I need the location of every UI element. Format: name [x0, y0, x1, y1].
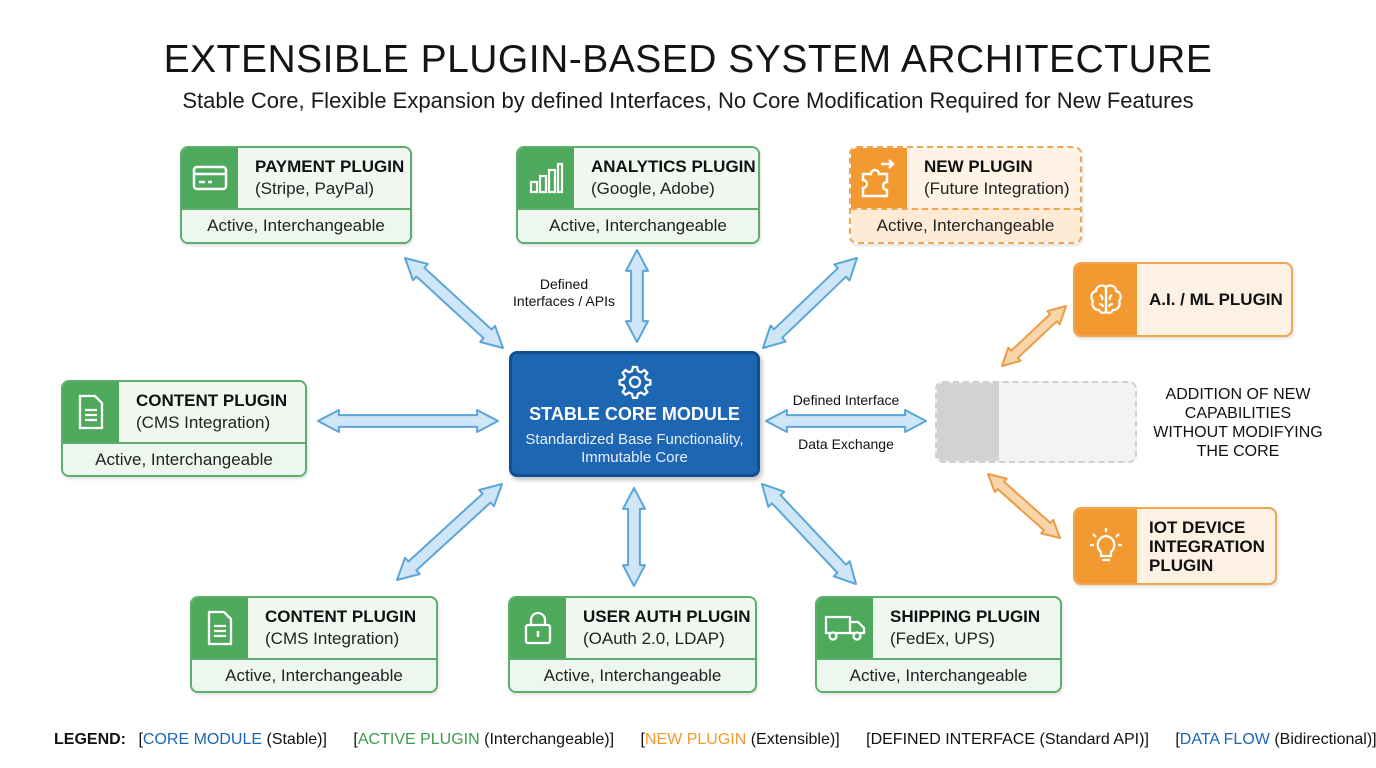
plugin-providers: (Google, Adobe) — [591, 179, 715, 198]
legend-new-key: NEW PLUGIN — [644, 731, 747, 748]
arrow-new-plugin — [762, 257, 858, 349]
plugin-status: Active, Interchangeable — [63, 442, 305, 475]
plugin-name: PAYMENT PLUGIN — [255, 157, 405, 176]
plugin-status: Active, Interchangeable — [182, 208, 410, 242]
arrow-defined-interface — [765, 409, 927, 433]
plugin-providers: (CMS Integration) — [136, 413, 271, 432]
legend-flow-desc: (Bidirectional) — [1274, 731, 1373, 748]
defined-interfaces-label: Defined Interfaces / APIs — [500, 276, 628, 310]
defined-interfaces-label-line1: Defined — [539, 276, 589, 292]
new-capability-slot — [935, 381, 1137, 463]
plugin-name: CONTENT PLUGIN — [265, 607, 417, 626]
legend-core-module: [CORE MODULE (Stable)] — [138, 731, 327, 748]
document-icon — [63, 382, 119, 442]
arrow-analytics — [625, 249, 649, 343]
plugin-providers: (Stripe, PayPal) — [255, 179, 375, 198]
payment-plugin-card[interactable]: PAYMENT PLUGIN (Stripe, PayPal) Active, … — [180, 146, 412, 244]
legend-defined-interface: [DEFINED INTERFACE (Standard API)] — [866, 731, 1149, 748]
slot-icon-placeholder — [937, 383, 999, 461]
legend: LEGEND: [CORE MODULE (Stable)] [ACTIVE P… — [54, 731, 1376, 749]
legend-active-plugin: [ACTIVE PLUGIN (Interchangeable)] — [353, 731, 615, 748]
plugin-status: Active, Interchangeable — [510, 658, 755, 691]
user-auth-plugin-card[interactable]: USER AUTH PLUGIN (OAuth 2.0, LDAP) Activ… — [508, 596, 757, 693]
ai-ml-plugin-card[interactable]: A.I. / ML PLUGIN — [1073, 262, 1293, 337]
arrow-payment — [404, 257, 504, 349]
defined-interfaces-label-line2: Interfaces / APIs — [513, 293, 615, 309]
plugin-name: SHIPPING PLUGIN — [890, 607, 1041, 626]
addition-note-line1: ADDITION OF NEW — [1165, 386, 1311, 403]
lock-icon — [510, 598, 566, 658]
arrow-content-bottom — [396, 483, 503, 581]
legend-iface-key: DEFINED INTERFACE — [870, 731, 1036, 748]
content-plugin-left-card[interactable]: CONTENT PLUGIN (CMS Integration) Active,… — [61, 380, 307, 477]
document-icon — [192, 598, 248, 658]
shipping-plugin-card[interactable]: SHIPPING PLUGIN (FedEx, UPS) Active, Int… — [815, 596, 1062, 693]
lightbulb-icon — [1075, 509, 1137, 583]
plugin-providers: (Future Integration) — [924, 179, 1070, 198]
addition-note: ADDITION OF NEW CAPABILITIES WITHOUT MOD… — [1150, 385, 1326, 461]
brain-icon — [1075, 264, 1137, 335]
plugin-status: Active, Interchangeable — [851, 208, 1080, 242]
puzzle-piece-icon — [851, 148, 907, 208]
plugin-name: NEW PLUGIN — [924, 157, 1033, 176]
legend-core-key: CORE MODULE — [142, 731, 263, 748]
page-title: EXTENSIBLE PLUGIN-BASED SYSTEM ARCHITECT… — [163, 38, 1213, 81]
plugin-status: Active, Interchangeable — [518, 208, 758, 242]
plugin-status: Active, Interchangeable — [192, 658, 436, 691]
content-plugin-bottom-card[interactable]: CONTENT PLUGIN (CMS Integration) Active,… — [190, 596, 438, 693]
legend-heading: LEGEND: — [54, 731, 126, 748]
plugin-name: USER AUTH PLUGIN — [583, 607, 751, 626]
plugin-providers: (OAuth 2.0, LDAP) — [583, 629, 725, 648]
iot-device-plugin-card[interactable]: IOT DEVICE INTEGRATION PLUGIN — [1073, 507, 1277, 585]
page-subtitle: Stable Core, Flexible Expansion by defin… — [182, 88, 1194, 113]
plugin-name: ANALYTICS PLUGIN — [591, 157, 756, 176]
core-description-line2: Immutable Core — [581, 449, 688, 466]
legend-new-plugin: [NEW PLUGIN (Extensible)] — [640, 731, 840, 748]
arrow-auth — [622, 487, 646, 587]
arrow-iot — [987, 473, 1061, 539]
addition-note-line4: THE CORE — [1196, 443, 1280, 460]
legend-active-key: ACTIVE PLUGIN — [357, 731, 480, 748]
legend-data-flow: [DATA FLOW (Bidirectional)] — [1175, 731, 1376, 748]
iot-plugin-label-line3: PLUGIN — [1149, 555, 1214, 575]
legend-new-desc: (Extensible) — [750, 731, 836, 748]
bar-chart-icon — [518, 148, 574, 208]
addition-note-line3: WITHOUT MODIFYING — [1153, 424, 1323, 441]
iot-plugin-label-line2: INTEGRATION — [1149, 536, 1265, 556]
arrow-ai-ml — [1001, 305, 1067, 367]
plugin-providers: (FedEx, UPS) — [890, 629, 995, 648]
core-module-name: STABLE CORE MODULE — [529, 404, 740, 424]
legend-active-desc: (Interchangeable) — [484, 731, 610, 748]
addition-note-line2: CAPABILITIES — [1184, 405, 1292, 422]
ai-ml-plugin-label: A.I. / ML PLUGIN — [1149, 290, 1283, 309]
iot-plugin-label-line1: IOT DEVICE — [1149, 517, 1246, 537]
analytics-plugin-card[interactable]: ANALYTICS PLUGIN (Google, Adobe) Active,… — [516, 146, 760, 244]
arrow-content-left — [317, 409, 499, 433]
stable-core-module[interactable]: STABLE CORE MODULE Standardized Base Fun… — [509, 351, 760, 477]
legend-iface-desc: (Standard API) — [1039, 731, 1145, 748]
truck-icon — [817, 598, 873, 658]
data-exchange-label: Data Exchange — [798, 436, 894, 452]
legend-flow-key: DATA FLOW — [1179, 731, 1270, 748]
credit-card-icon — [182, 148, 238, 208]
plugin-status: Active, Interchangeable — [817, 658, 1060, 691]
gear-icon — [512, 364, 757, 400]
plugin-providers: (CMS Integration) — [265, 629, 400, 648]
core-description-line1: Standardized Base Functionality, — [525, 431, 744, 448]
new-plugin-card[interactable]: NEW PLUGIN (Future Integration) Active, … — [849, 146, 1082, 244]
defined-interface-label: Defined Interface — [792, 392, 900, 408]
arrow-shipping — [761, 483, 857, 585]
legend-core-desc: (Stable) — [266, 731, 323, 748]
plugin-name: CONTENT PLUGIN — [136, 391, 288, 410]
